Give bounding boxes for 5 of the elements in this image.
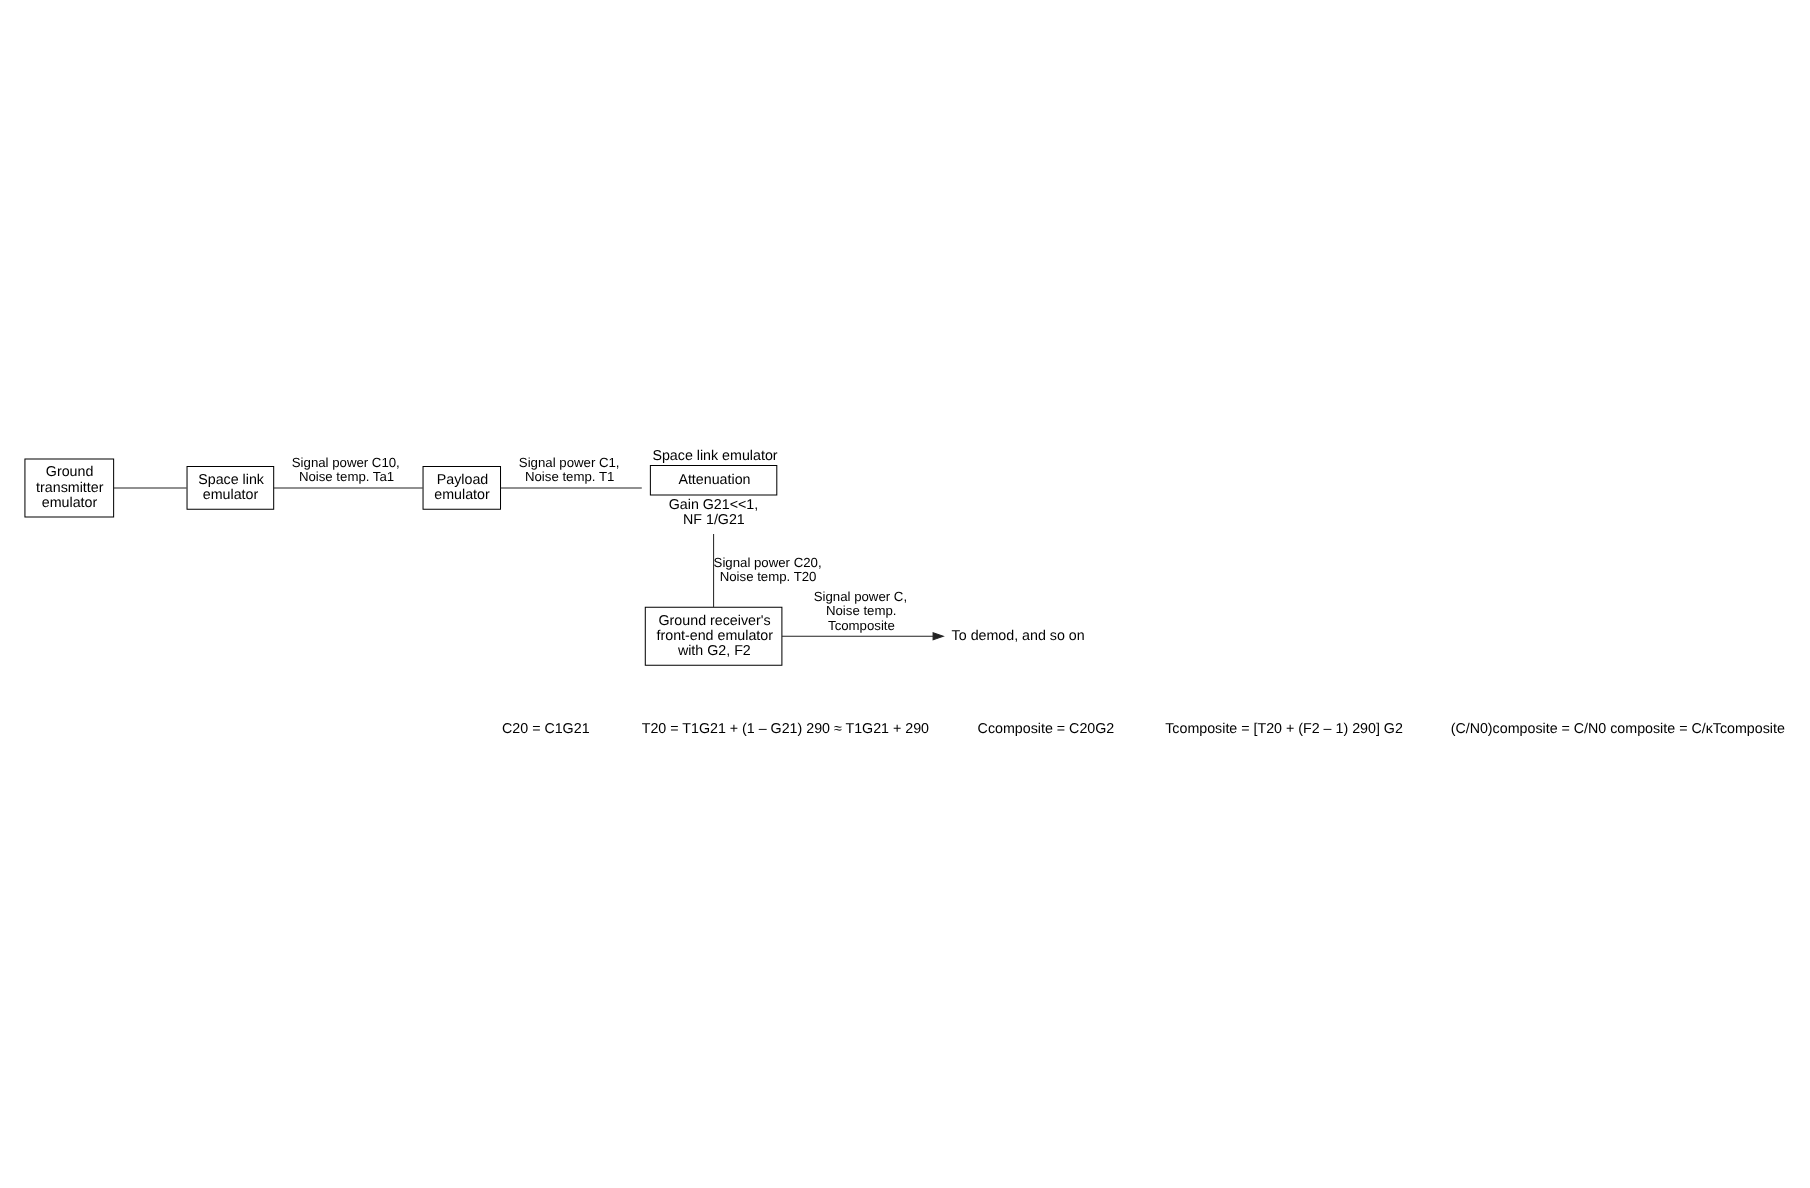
connector [113,486,188,488]
connector [273,486,424,488]
connector [500,486,643,488]
connector [713,532,715,607]
arrow [781,631,945,640]
